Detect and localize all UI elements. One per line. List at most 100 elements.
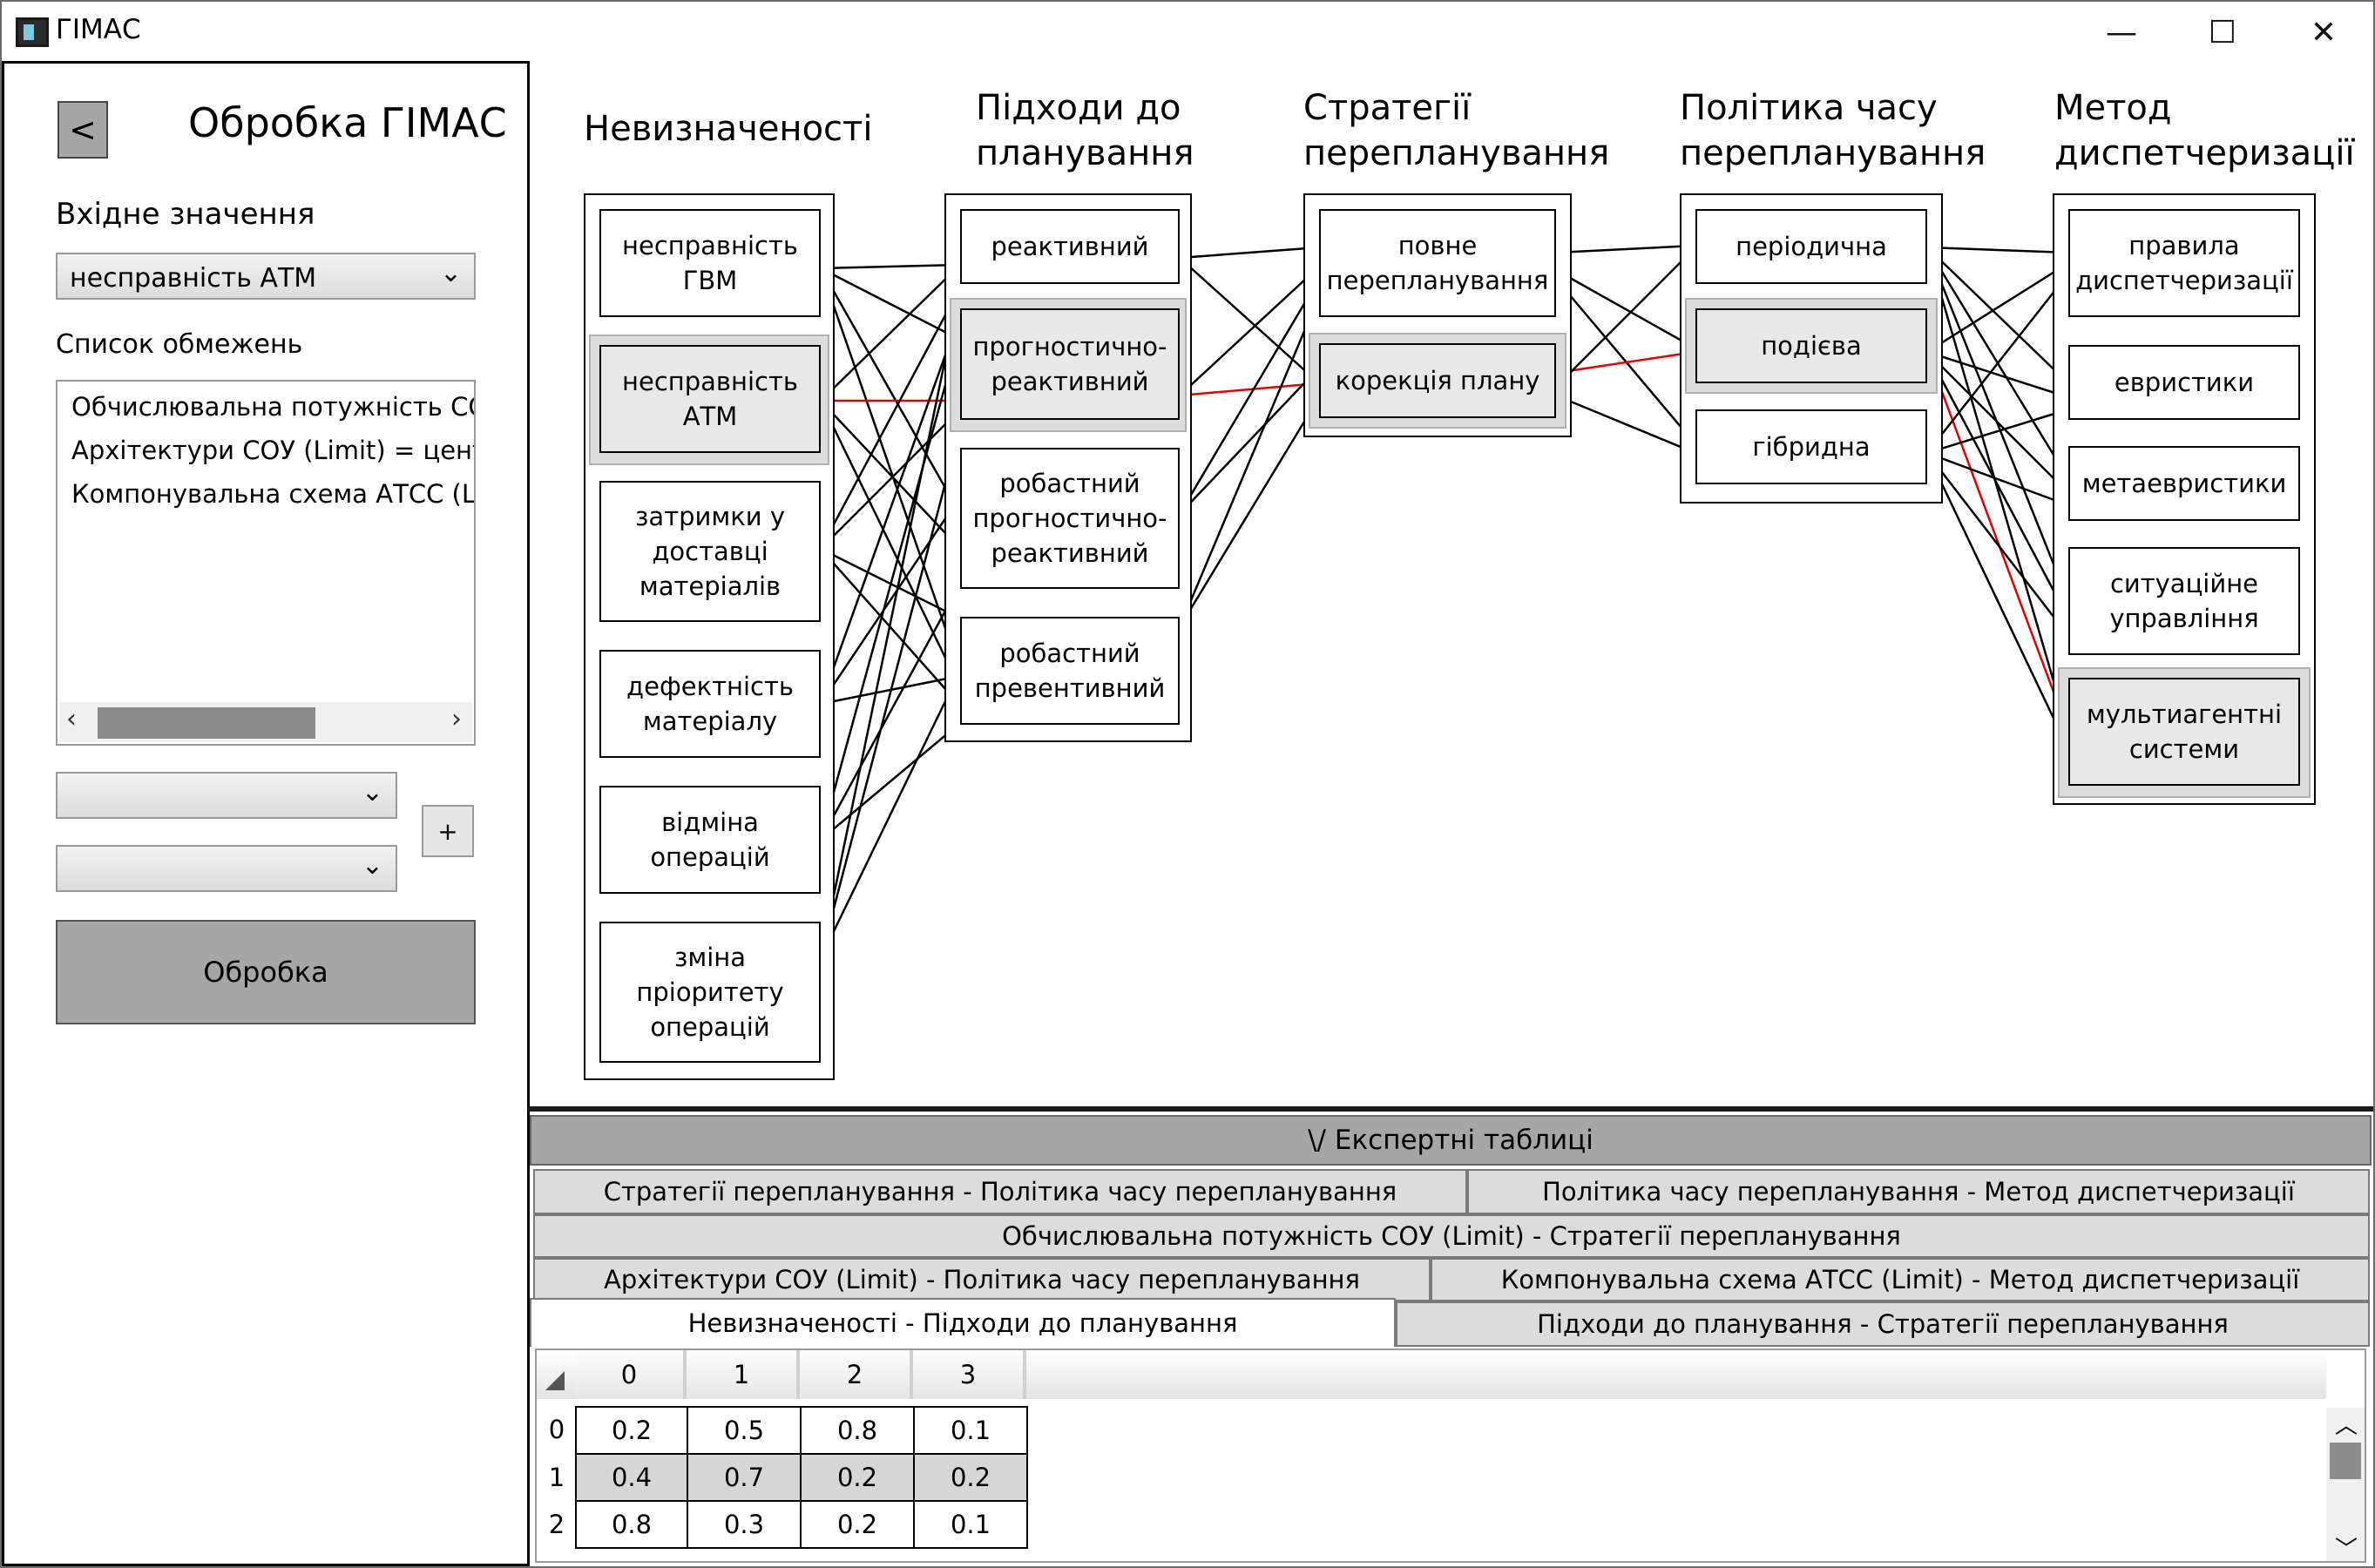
node-robust-preventive[interactable]: робастний превентивний — [960, 617, 1180, 725]
node-material-defects[interactable]: дефектність матеріалу — [599, 650, 821, 758]
table-cell[interactable]: 0.2 — [800, 1453, 915, 1502]
node-robust-predictive-reactive[interactable]: робастний прогностично-реактивний — [960, 448, 1180, 589]
column-title-uncertainties: Невизначеності — [584, 109, 873, 149]
splitter[interactable] — [528, 1106, 2373, 1112]
row-header[interactable]: 0 — [548, 1415, 565, 1444]
connection-line — [1178, 396, 1321, 628]
column-title-dispatching-method: Метод диспетчеризації — [2054, 88, 2355, 173]
table-cell[interactable]: 0.8 — [800, 1406, 915, 1455]
connection-line — [1926, 408, 2069, 455]
table-cell[interactable]: 0.2 — [800, 1500, 915, 1549]
tab-compute-strategies[interactable]: Обчислювальна потужність СОУ (Limit) - С… — [533, 1214, 2370, 1258]
tab-layout-dispatch[interactable]: Компонувальна схема АТСС (Limit) - Метод… — [1431, 1258, 2370, 1301]
table-cell[interactable]: 0.5 — [687, 1406, 802, 1455]
scroll-up-icon[interactable]: ︿ — [2335, 1413, 2358, 1439]
connection-line — [1926, 452, 2069, 637]
constraint-item[interactable]: Компонувальна схема АТСС (Limi — [71, 479, 476, 509]
table-cell[interactable]: 0.8 — [575, 1500, 688, 1549]
constraint-name-dropdown[interactable]: ⌄ — [56, 772, 397, 819]
process-button[interactable]: Обробка — [56, 920, 476, 1024]
node-gvm-failure[interactable]: несправність ГВМ — [599, 209, 821, 317]
node-delivery-delays[interactable]: затримки у доставці матеріалів — [599, 481, 821, 622]
scroll-thumb[interactable] — [2330, 1443, 2361, 1479]
table-cell[interactable]: 0.4 — [575, 1453, 688, 1502]
add-constraint-button[interactable]: + — [422, 805, 474, 857]
connection-line — [1925, 247, 2070, 733]
vertical-scrollbar[interactable]: ︿ ﹀ — [2326, 1408, 2365, 1563]
tab-timing-dispatch[interactable]: Політика часу перепланування - Метод дис… — [1467, 1169, 2370, 1214]
node-reactive[interactable]: реактивний — [960, 209, 1180, 284]
column-header[interactable]: 1 — [687, 1350, 800, 1399]
tab-strategies-timing[interactable]: Стратегії перепланування - Політика часу… — [533, 1169, 1467, 1214]
horizontal-scrollbar[interactable]: ‹ › — [59, 702, 472, 742]
connection-line — [1555, 247, 1696, 388]
connection-line — [1555, 268, 1696, 350]
table-cell[interactable]: 0.7 — [687, 1453, 802, 1502]
connection-lines — [819, 244, 2070, 959]
title-bar: ГІМАС — ☐ ✕ — [2, 2, 2373, 61]
chevron-down-icon: ⌄ — [439, 258, 462, 288]
select-all-corner[interactable] — [545, 1371, 565, 1390]
back-button[interactable]: < — [58, 101, 108, 159]
table-cell[interactable]: 0.2 — [913, 1453, 1028, 1502]
scroll-down-icon[interactable]: ﹀ — [2335, 1537, 2358, 1563]
node-hybrid[interactable]: гібридна — [1695, 409, 1927, 484]
connection-line — [1926, 351, 2069, 494]
node-plan-correction[interactable]: корекція плану — [1319, 343, 1556, 418]
connection-line — [1925, 247, 2070, 602]
expert-table[interactable]: 0 1 2 3 0 0.2 0.5 0.8 0.1 1 0.4 0.7 0.2 … — [535, 1348, 2366, 1563]
connection-line — [820, 264, 961, 402]
connection-line — [1179, 257, 1320, 384]
tab-architecture-timing[interactable]: Архітектури СОУ (Limit) - Політика часу … — [533, 1258, 1431, 1301]
connection-line — [1555, 394, 1696, 455]
window-title: ГІМАС — [56, 14, 141, 45]
connection-line — [1179, 246, 1320, 260]
minimize-button[interactable]: — — [2106, 14, 2137, 51]
node-multiagent-systems[interactable]: мультиагентні системи — [2068, 678, 2300, 786]
node-heuristics[interactable]: евристики — [2068, 345, 2300, 420]
maximize-button[interactable]: ☐ — [2208, 14, 2237, 51]
connection-line — [1179, 367, 1320, 515]
table-cell[interactable]: 0.3 — [687, 1500, 802, 1549]
column-header[interactable]: 2 — [800, 1350, 913, 1399]
row-header[interactable]: 2 — [548, 1510, 565, 1539]
selected-path-line — [1925, 351, 2070, 733]
constraints-list[interactable]: Обчислювальна потужність СОУ Архітектури… — [56, 380, 476, 746]
node-dispatch-rules[interactable]: правила диспетчеризації — [2068, 209, 2300, 317]
table-cell[interactable]: 0.1 — [913, 1406, 1028, 1455]
tab-uncertainties-approaches[interactable]: Невизначеності - Підходи до планування — [530, 1298, 1396, 1347]
node-situational-control[interactable]: ситуаційне управління — [2068, 547, 2300, 655]
constraint-item[interactable]: Обчислювальна потужність СОУ — [71, 392, 476, 422]
node-operation-cancel[interactable]: відміна операцій — [599, 786, 821, 894]
node-predictive-reactive[interactable]: прогностично-реактивний — [960, 308, 1180, 420]
app-icon — [16, 17, 49, 47]
column-title-rescheduling-strategies: Стратегії перепланування — [1303, 88, 1610, 173]
node-periodic[interactable]: періодична — [1695, 209, 1927, 284]
panel-title: Обробка ГІМАС — [188, 99, 507, 146]
constraint-item[interactable]: Архітектури СОУ (Limit) = центр — [71, 436, 476, 465]
table-cell[interactable]: 0.2 — [575, 1406, 688, 1455]
scroll-right-icon[interactable]: › — [451, 704, 462, 734]
constraint-value-dropdown[interactable]: ⌄ — [56, 845, 397, 892]
column-header[interactable]: 3 — [913, 1350, 1026, 1399]
node-event-driven[interactable]: подієва — [1695, 308, 1927, 383]
close-button[interactable]: ✕ — [2310, 14, 2338, 51]
column-header[interactable]: 0 — [575, 1350, 687, 1399]
constraints-label: Список обмежень — [56, 329, 303, 360]
connection-line — [819, 496, 962, 705]
row-header[interactable]: 1 — [548, 1463, 565, 1492]
node-priority-change[interactable]: зміна пріоритету операцій — [599, 922, 821, 1063]
input-dropdown-value: несправність АТМ — [70, 263, 317, 294]
connection-line — [1925, 452, 2070, 750]
scroll-left-icon[interactable]: ‹ — [66, 704, 77, 734]
table-cell[interactable]: 0.1 — [913, 1500, 1028, 1549]
connection-line — [1178, 278, 1321, 515]
tab-approaches-strategies[interactable]: Підходи до планування - Стратегії перепл… — [1396, 1301, 2370, 1347]
input-dropdown[interactable]: несправність АТМ ⌄ — [56, 253, 476, 300]
expert-tables-toggle[interactable]: \/ Експертні таблиці — [530, 1115, 2372, 1166]
node-full-rescheduling[interactable]: повне перепланування — [1319, 209, 1556, 317]
scroll-thumb[interactable] — [98, 707, 315, 739]
connection-line — [819, 287, 962, 959]
node-atm-failure[interactable]: несправність АТМ — [599, 345, 821, 453]
node-metaheuristics[interactable]: метаевристики — [2068, 446, 2300, 521]
